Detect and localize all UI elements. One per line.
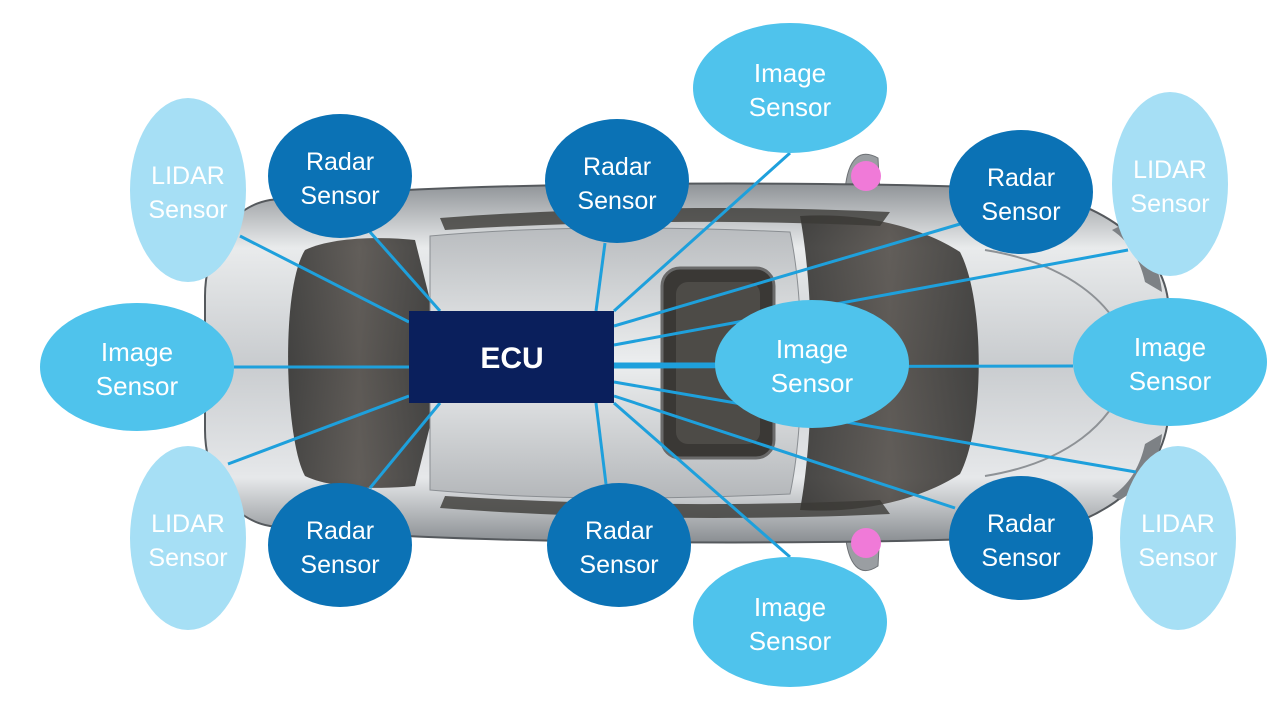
radar-sensor-label-line2: Sensor <box>579 551 658 579</box>
image-sensor-bubble <box>693 23 887 153</box>
lidar-sensor-label-line2: Sensor <box>148 544 227 572</box>
connector-lidar-rear-left <box>227 394 410 466</box>
radar-sensor-bubble <box>268 483 412 607</box>
radar-sensor-bubble <box>949 476 1093 600</box>
lidar-sensor-bubble <box>1112 92 1228 276</box>
image-sensor-label-line1: Image <box>754 592 826 622</box>
image-sensor-label-line2: Sensor <box>749 92 832 122</box>
image-sensor-bubble <box>1073 298 1267 426</box>
radar-sensor-bubble <box>545 119 689 243</box>
ecu-label: ECU <box>480 342 543 375</box>
lidar-sensor-label-line2: Sensor <box>1138 544 1217 572</box>
radar-sensor-label-line1: Radar <box>306 148 374 176</box>
image-sensor-bubble <box>40 303 234 431</box>
radar-sensor-bubble <box>547 483 691 607</box>
radar-sensor-label-line1: Radar <box>306 517 374 545</box>
connector-image-top <box>612 151 792 313</box>
connector-radar-4 <box>368 402 442 489</box>
lidar-sensor-node: LIDAR Sensor <box>130 446 246 630</box>
connector-lidar-front-right <box>613 248 1129 347</box>
lidar-sensor-node: LIDAR Sensor <box>1112 92 1228 276</box>
connector-radar-6 <box>613 394 956 510</box>
connector-image-bottom <box>613 401 791 559</box>
rear-window <box>288 238 430 488</box>
image-sensor-bubble <box>715 300 909 428</box>
image-sensor-label-line2: Sensor <box>771 368 854 398</box>
radar-sensor-label-line2: Sensor <box>981 544 1060 572</box>
radar-sensor-label-line2: Sensor <box>981 198 1060 226</box>
lidar-sensor-bubble <box>130 446 246 630</box>
image-sensor-label-line1: Image <box>776 334 848 364</box>
lidar-sensor-label-line1: LIDAR <box>151 162 225 190</box>
connector-radar-2 <box>594 242 607 312</box>
image-sensor-label-line2: Sensor <box>1129 366 1212 396</box>
radar-sensor-label-line1: Radar <box>987 510 1055 538</box>
radar-sensor-label-line1: Radar <box>585 517 653 545</box>
mirror-marker-bottom <box>851 528 881 558</box>
connector-lidar-front-left <box>239 234 410 324</box>
radar-sensor-bubble <box>949 130 1093 254</box>
connector-radar-5 <box>594 402 608 485</box>
radar-sensor-label-line1: Radar <box>987 164 1055 192</box>
image-sensor-label-line1: Image <box>1134 332 1206 362</box>
connector-radar-1 <box>368 231 442 312</box>
lidar-sensor-label-line1: LIDAR <box>1141 510 1215 538</box>
image-sensor-label-line1: Image <box>101 337 173 367</box>
lidar-sensor-bubble <box>1120 446 1236 630</box>
image-sensor-bubble <box>693 557 887 687</box>
lidar-sensor-label-line2: Sensor <box>148 196 227 224</box>
connector-radar-3 <box>613 222 961 328</box>
lidar-sensor-node: LIDAR Sensor <box>1120 446 1236 630</box>
radar-sensor-label-line1: Radar <box>583 153 651 181</box>
lidar-sensor-label-line1: LIDAR <box>151 510 225 538</box>
connector-lidar-rear-right <box>613 380 1137 474</box>
ecu-box: ECU <box>409 311 614 403</box>
image-sensor-label-line2: Sensor <box>96 371 179 401</box>
radar-sensor-bubble <box>268 114 412 238</box>
radar-sensor-label-line2: Sensor <box>300 551 379 579</box>
lidar-sensor-label-line2: Sensor <box>1130 190 1209 218</box>
sensor-nodes: LIDARSensorLIDARSensorLIDARSensorLIDARSe… <box>40 23 1267 687</box>
lidar-sensor-node: LIDAR Sensor <box>130 98 246 282</box>
radar-sensor-label-line2: Sensor <box>577 187 656 215</box>
image-sensor-label-line2: Sensor <box>749 626 832 656</box>
radar-sensor-label-line2: Sensor <box>300 182 379 210</box>
image-sensor-label-line1: Image <box>754 58 826 88</box>
lidar-sensor-bubble <box>130 98 246 282</box>
mirror-marker-top <box>851 161 881 191</box>
lidar-sensor-label-line1: LIDAR <box>1133 156 1207 184</box>
